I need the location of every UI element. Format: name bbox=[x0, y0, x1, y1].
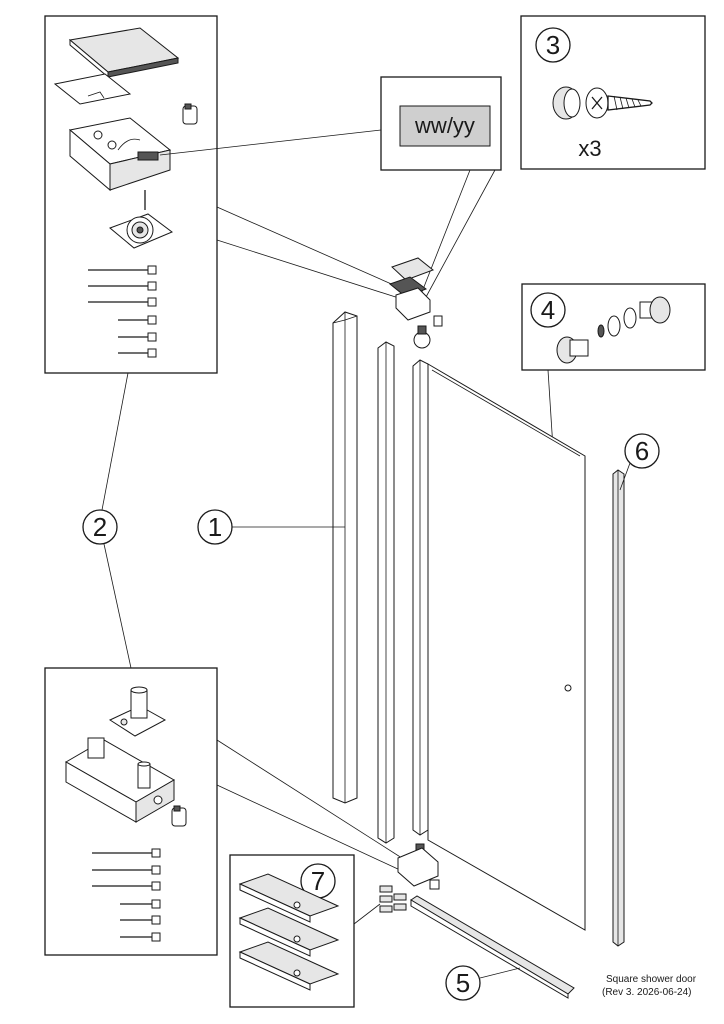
door-knob-kit-icon bbox=[556, 296, 671, 364]
date-label-panel: ww/yy bbox=[380, 76, 502, 298]
hinge-body bbox=[68, 117, 172, 210]
spacer-blocks bbox=[379, 885, 407, 913]
bottom-pivot-mount bbox=[108, 686, 167, 737]
detail-leader-lines bbox=[159, 129, 406, 871]
wall-profile-part-1 bbox=[332, 311, 358, 804]
bottom-hinge-cap bbox=[171, 805, 187, 827]
callout-3-circle bbox=[535, 27, 571, 63]
callout-2-number: 2 bbox=[93, 512, 107, 542]
hinge-pivot-base bbox=[109, 213, 173, 249]
glass-clamp-plate-3 bbox=[238, 941, 340, 991]
bottom-hinge-detail-panel bbox=[44, 667, 218, 956]
glass-clamp-panel: 7 bbox=[229, 854, 381, 1008]
glass-clamp-plate-1 bbox=[238, 873, 340, 923]
top-hinge-detail-panel bbox=[44, 15, 218, 374]
callout-2: 2 bbox=[82, 372, 132, 669]
callout-5-number: 5 bbox=[456, 968, 470, 998]
callout-6: 6 bbox=[619, 433, 660, 491]
screw-cap-panel: 3 x3 bbox=[520, 15, 706, 170]
inner-profile bbox=[377, 341, 395, 844]
bottom-hinge-assembly bbox=[397, 843, 440, 890]
vertical-seal-part-6 bbox=[612, 469, 625, 947]
caption-revision: (Rev 3. 2026-06-24) bbox=[602, 987, 692, 998]
callout-7-number: 7 bbox=[311, 866, 325, 896]
callout-4-number: 4 bbox=[541, 295, 555, 325]
callout-5: 5 bbox=[445, 965, 521, 1001]
top-hinge-assembly bbox=[388, 257, 443, 349]
callout-1: 1 bbox=[197, 509, 345, 545]
caption-title: Square shower door bbox=[606, 974, 697, 985]
screw-quantity-text: x3 bbox=[578, 136, 601, 161]
glass-door-panel bbox=[427, 363, 586, 931]
hinge-inner-plate bbox=[53, 73, 132, 105]
hinge-screws-top bbox=[88, 265, 157, 358]
bottom-seal-part-5 bbox=[410, 895, 575, 999]
callout-6-number: 6 bbox=[635, 436, 649, 466]
door-knob-panel: 4 bbox=[521, 283, 706, 684]
date-label-text: ww/yy bbox=[414, 113, 475, 138]
callout-1-number: 1 bbox=[208, 512, 222, 542]
bottom-hinge-body bbox=[64, 737, 176, 823]
screw-cover-cap-icon bbox=[552, 86, 581, 120]
self-tapping-screw-icon bbox=[585, 87, 653, 119]
callout-3-number: 3 bbox=[546, 30, 560, 60]
hinge-end-cap bbox=[182, 103, 198, 125]
door-hinge-profile bbox=[412, 359, 429, 836]
hinge-screws-bottom bbox=[92, 848, 161, 942]
glass-clamp-plate-2 bbox=[238, 907, 340, 957]
callout-4-circle bbox=[530, 292, 566, 328]
